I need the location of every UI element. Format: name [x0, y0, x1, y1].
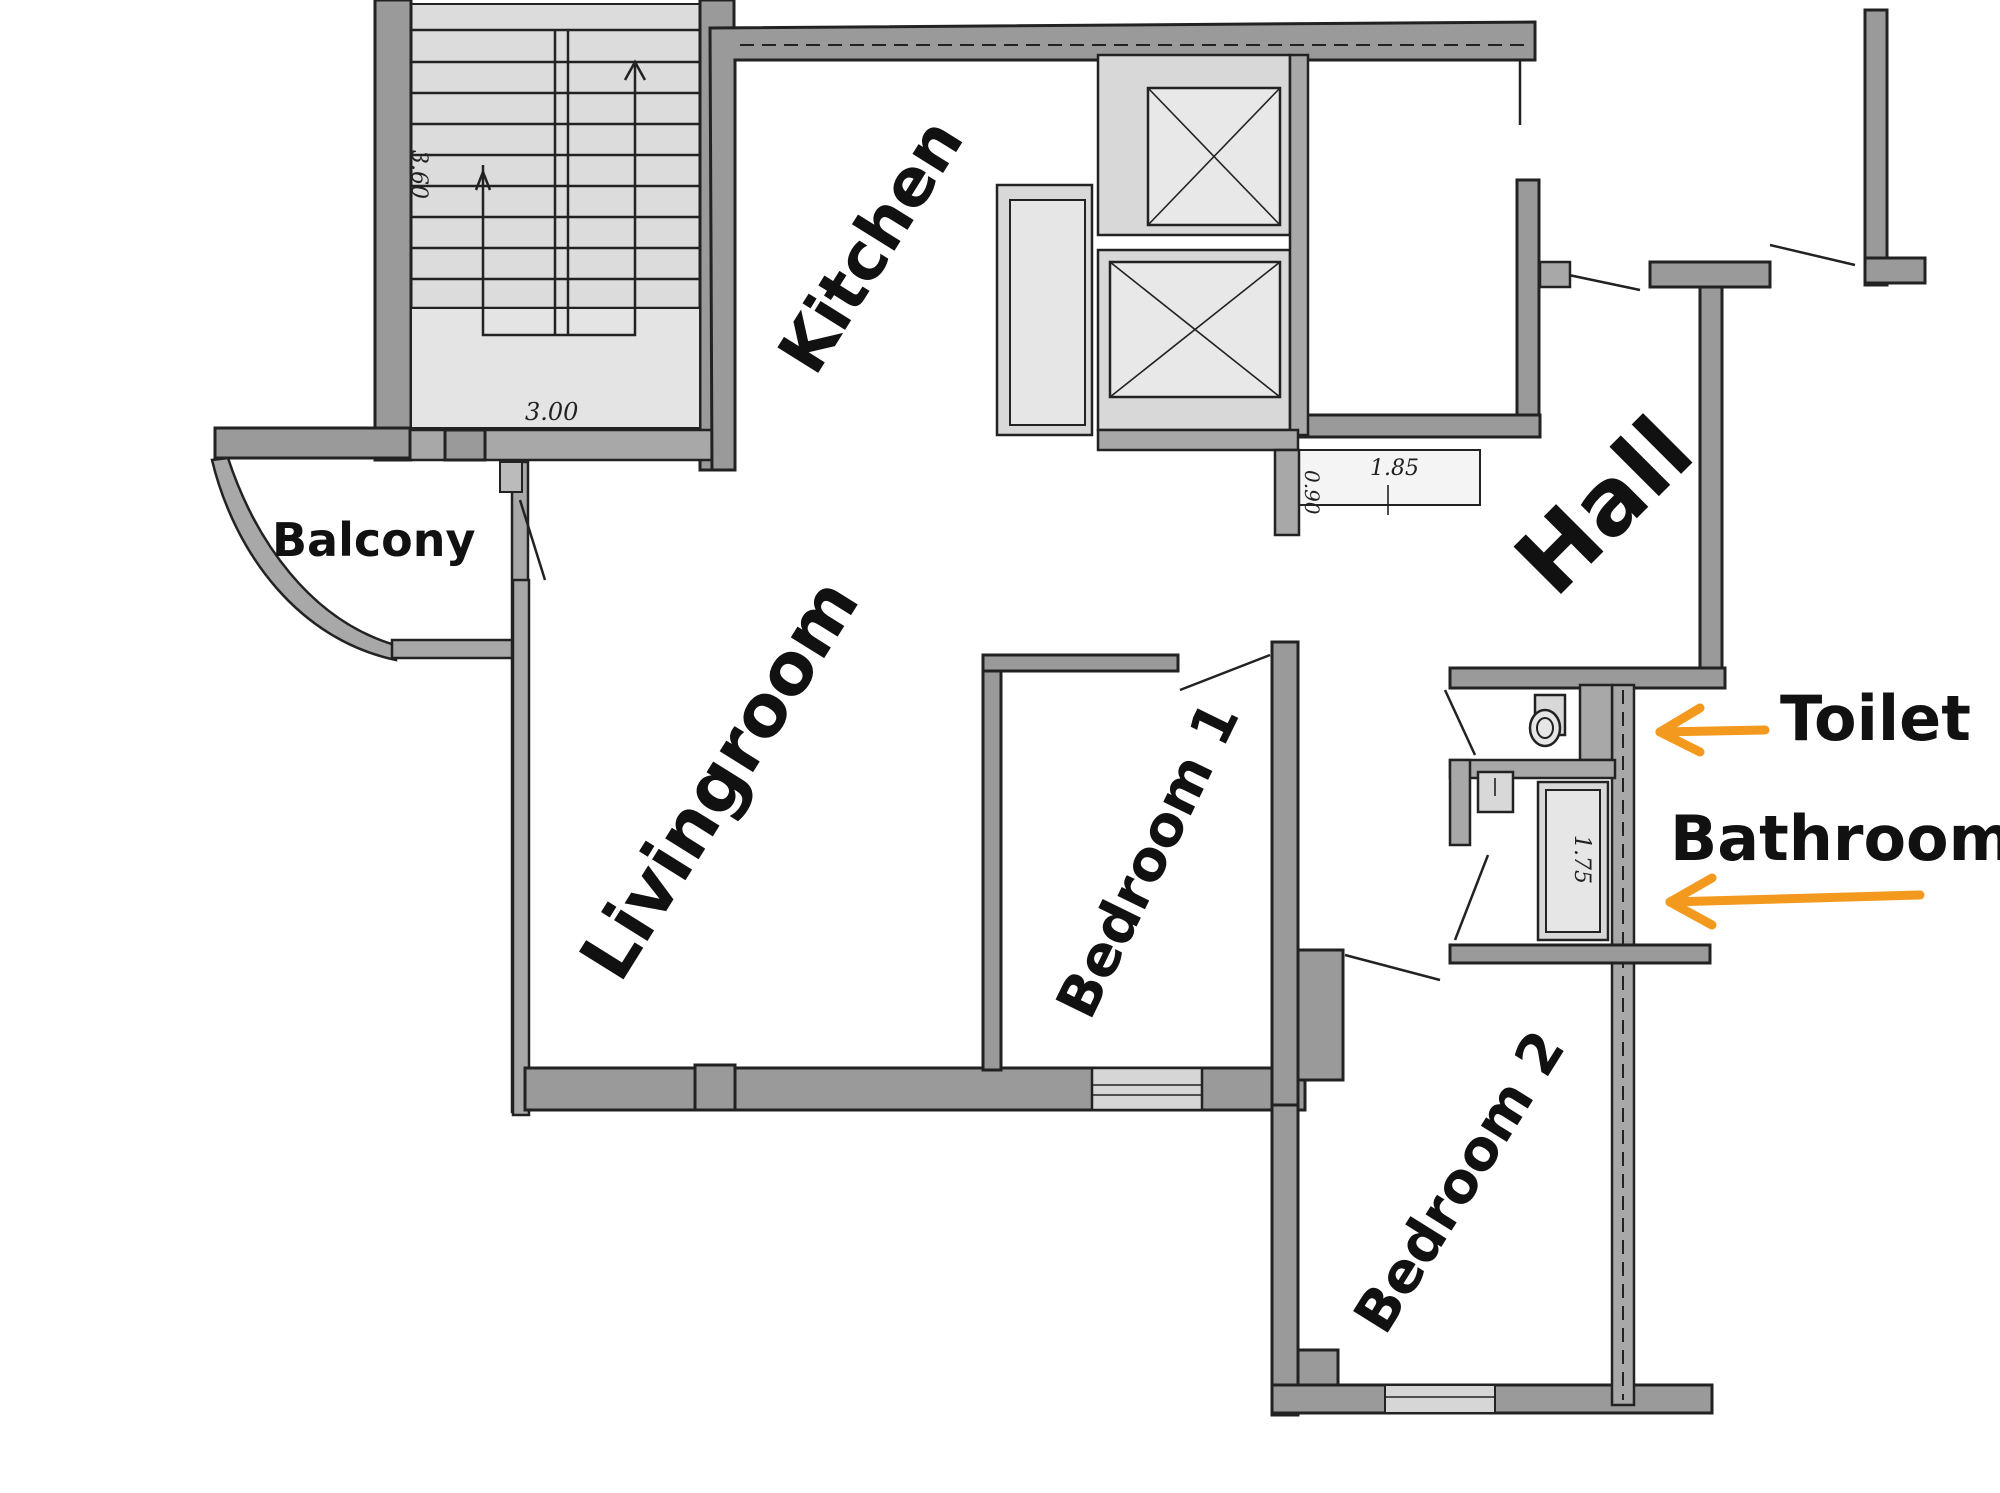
wet-room-walls — [1443, 666, 1727, 1407]
toilet-arrow-icon — [1655, 703, 1770, 757]
room-label-livingroom: Livingroom — [563, 564, 875, 994]
stair-width-label: 3.00 — [525, 398, 578, 426]
kitchen-cabinets: 0.90 1.85 — [995, 53, 1481, 537]
room-label-bathroom: Bathroom — [1670, 802, 2000, 875]
bathtub-fixture: 1.75 — [1536, 780, 1610, 942]
closet-width-label: 1.85 — [1370, 456, 1419, 481]
door-width-label: 0.90 — [1300, 470, 1324, 515]
toilet-fixture — [1528, 693, 1567, 748]
stair-path-arrow — [481, 65, 637, 337]
room-label-toilet: Toilet — [1780, 682, 1971, 755]
hall-walls — [1538, 8, 1927, 672]
bathroom-arrow-icon — [1665, 873, 1925, 930]
room-label-bedroom1: Bedroom 1 — [1044, 692, 1252, 1028]
stair-depth-label: 3.60 — [406, 150, 431, 199]
livingroom-walls — [511, 578, 1307, 1117]
stairwell: 3.60 3.00 — [373, 0, 737, 472]
bedroom1-walls — [981, 640, 1300, 1114]
bedroom2-walls — [1270, 948, 1714, 1417]
bathtub-length-label: 1.75 — [1569, 835, 1594, 884]
room-label-balcony: Balcony — [272, 513, 475, 567]
stairwell-wall-left — [373, 0, 413, 462]
room-label-bedroom2: Bedroom 2 — [1342, 1020, 1578, 1345]
sink-fixture — [1476, 770, 1515, 814]
room-label-kitchen: Kitchen — [763, 106, 978, 387]
